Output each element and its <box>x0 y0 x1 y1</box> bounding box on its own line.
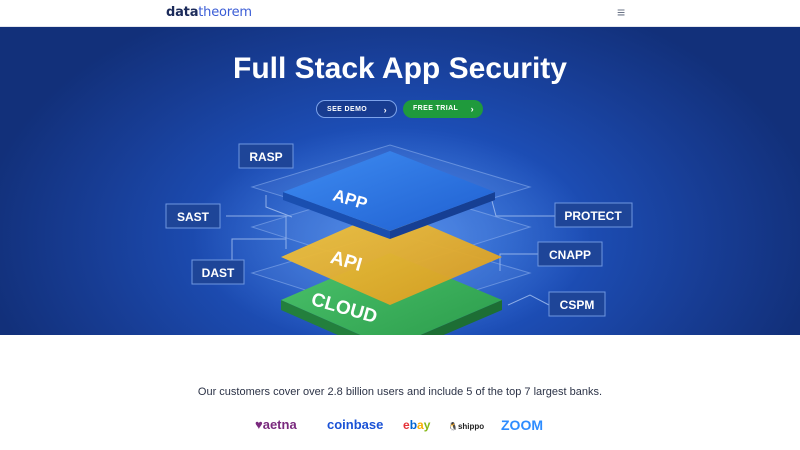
label-cspm: CSPM <box>560 298 595 312</box>
label-dast: DAST <box>202 266 235 280</box>
chevron-right-icon: › <box>383 105 387 115</box>
hamburger-icon[interactable]: ≡ <box>617 4 626 20</box>
label-box-rasp: RASP <box>238 143 294 169</box>
logo-text-data: data <box>166 5 199 20</box>
coinbase-logo: coinbase <box>327 417 384 432</box>
api-layer: API <box>281 209 502 305</box>
hero-section: Full Stack App Security SEE DEMO › FREE … <box>0 27 800 335</box>
aetna-logo: ♥aetna <box>255 417 297 432</box>
top-nav: datatheorem ≡ <box>0 0 800 27</box>
ebay-letter-b: b <box>409 418 418 432</box>
logo-text-theorem: theorem <box>198 5 252 20</box>
datatheorem-logo[interactable]: datatheorem <box>166 6 252 20</box>
label-box-dast: DAST <box>191 259 245 285</box>
see-demo-label: SEE DEMO <box>327 106 368 113</box>
label-box-sast: SAST <box>165 203 221 229</box>
ebay-letter-e: e <box>403 418 410 432</box>
zoom-logo: zoom <box>501 417 543 433</box>
chevron-right-icon: › <box>470 104 474 114</box>
label-cnapp: CNAPP <box>549 248 591 262</box>
shippo-logo: 🐧shippo <box>448 422 485 431</box>
shippo-logo-text: shippo <box>457 422 485 431</box>
free-trial-button[interactable]: FREE TRIAL › <box>403 100 483 118</box>
ebay-letter-y: y <box>423 418 431 432</box>
label-rasp: RASP <box>249 150 282 164</box>
label-protect: PROTECT <box>564 209 622 223</box>
free-trial-label: FREE TRIAL <box>413 105 459 112</box>
security-stack-diagram: CLOUD API APP RASP SAST DA <box>165 127 633 335</box>
ebay-logo: ebay <box>403 417 430 433</box>
label-box-protect: PROTECT <box>554 202 633 228</box>
label-box-cnapp: CNAPP <box>537 241 603 267</box>
see-demo-button[interactable]: SEE DEMO › <box>316 100 397 118</box>
ebay-letter-a: a <box>417 418 424 432</box>
hero-title: Full Stack App Security <box>233 52 567 85</box>
aetna-logo-text: aetna <box>262 417 297 432</box>
label-sast: SAST <box>177 210 210 224</box>
customers-section: Our customers cover over 2.8 billion use… <box>0 335 800 450</box>
app-layer: APP <box>283 151 495 239</box>
customers-tagline: Our customers cover over 2.8 billion use… <box>197 386 603 398</box>
label-box-cspm: CSPM <box>548 291 606 317</box>
